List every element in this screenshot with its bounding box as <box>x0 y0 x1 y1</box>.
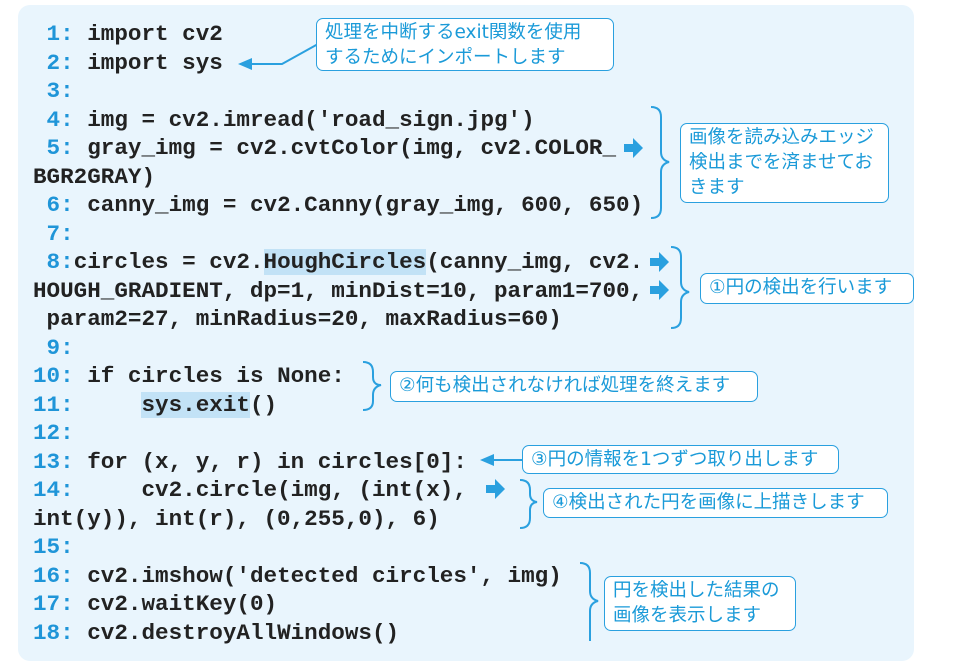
code-line: 7: <box>33 220 74 248</box>
code-line: 16: cv2.imshow('detected circles', img) <box>33 562 562 590</box>
code-text: cv2.imshow('detected circles', img) <box>73 562 562 589</box>
arrowhead-import-icon <box>238 58 252 70</box>
code-line: 1: import cv2 <box>33 20 223 48</box>
code-text: cv2.waitKey(0) <box>73 591 278 617</box>
brace-lines-10-11 <box>362 361 382 411</box>
code-text: import sys <box>73 49 223 76</box>
line-number: 3: <box>33 78 74 104</box>
line-number: 2: <box>33 49 74 76</box>
code-text: param2=27, minRadius=20, maxRadius=60) <box>33 306 562 332</box>
code-text: circles = cv2. <box>73 249 264 275</box>
code-text: () <box>249 391 278 418</box>
continuation-arrow-icon <box>486 479 505 499</box>
code-line: 15: <box>33 533 74 561</box>
note-loop: ③円の情報を1つずつ取り出します <box>522 445 839 474</box>
code-listing-panel <box>18 5 914 661</box>
brace-lines-16-18 <box>579 562 599 641</box>
line-number: 12: <box>33 420 74 446</box>
code-text: cv2.destroyAllWindows() <box>73 619 400 646</box>
line-number: 9: <box>33 334 74 361</box>
line-number: 8: <box>33 249 74 275</box>
line-number: 16: <box>33 562 74 589</box>
code-line: 5: gray_img = cv2.cvtColor(img, cv2.COLO… <box>33 134 616 162</box>
brace-line-14 <box>519 479 538 529</box>
note-draw: ④検出された円を画像に上描きします <box>543 488 888 518</box>
note-detect-circles: ①円の検出を行います <box>700 273 914 304</box>
code-line: 11: sys.exit() <box>33 391 277 419</box>
highlighted-code: sys.exit <box>141 391 250 418</box>
note-exit: ②何も検出されなければ処理を終えます <box>390 371 758 402</box>
code-line: BGR2GRAY) <box>33 163 155 191</box>
line-number: 10: <box>33 363 74 389</box>
note-import-sys: 処理を中断するexit関数を使用 するためにインポートします <box>316 18 614 71</box>
line-number: 6: <box>33 192 74 218</box>
continuation-arrow-icon <box>650 280 669 300</box>
code-text: img = cv2.imread('road_sign.jpg') <box>73 106 535 133</box>
code-text: (canny_img, cv2. <box>426 249 644 275</box>
leader-line-import <box>248 43 319 65</box>
code-text: import cv2 <box>73 21 223 47</box>
code-line: param2=27, minRadius=20, maxRadius=60) <box>33 305 562 333</box>
continuation-arrow-icon <box>624 138 643 158</box>
code-text: int(y)), int(r), (0,255,0), 6) <box>33 505 440 532</box>
line-number: 7: <box>33 220 74 247</box>
code-text: canny_img = cv2.Canny(gray_img, 600, 650… <box>73 192 644 218</box>
code-line: 13: for (x, y, r) in circles[0]: <box>33 448 467 476</box>
line-number: 11: <box>33 391 74 418</box>
code-line: 9: <box>33 334 74 362</box>
code-text: HOUGH_GRADIENT, dp=1, minDist=10, param1… <box>33 277 644 304</box>
line-number: 18: <box>33 619 74 646</box>
line-number: 15: <box>33 534 74 560</box>
note-show: 円を検出した結果の 画像を表示します <box>604 576 796 631</box>
code-line: 3: <box>33 77 74 105</box>
code-line: HOUGH_GRADIENT, dp=1, minDist=10, param1… <box>33 277 643 305</box>
code-line: 18: cv2.destroyAllWindows() <box>33 619 399 647</box>
brace-lines-4-6 <box>650 106 670 219</box>
arrowhead-loop-icon <box>480 454 494 466</box>
line-number: 4: <box>33 106 74 133</box>
line-number: 1: <box>33 21 74 47</box>
code-text: BGR2GRAY) <box>33 163 156 190</box>
code-text: for (x, y, r) in circles[0]: <box>73 448 467 475</box>
code-text: cv2.circle(img, (int(x), <box>73 477 467 503</box>
code-line: 4: img = cv2.imread('road_sign.jpg') <box>33 106 535 134</box>
code-text: if circles is None: <box>73 363 345 389</box>
line-number: 17: <box>33 591 74 617</box>
line-number: 13: <box>33 448 74 475</box>
code-line: 12: <box>33 419 74 447</box>
continuation-arrow-icon <box>650 252 669 272</box>
line-number: 5: <box>33 135 74 161</box>
code-line: 8:circles = cv2.HoughCircles(canny_img, … <box>33 248 643 276</box>
note-read-edge: 画像を読み込みエッジ 検出までを済ませてお きます <box>680 123 889 203</box>
code-line: 2: import sys <box>33 49 223 77</box>
line-number: 14: <box>33 477 74 503</box>
code-line: int(y)), int(r), (0,255,0), 6) <box>33 505 440 533</box>
code-line: 17: cv2.waitKey(0) <box>33 590 277 618</box>
code-line: 14: cv2.circle(img, (int(x), <box>33 476 467 504</box>
highlighted-code: HoughCircles <box>263 249 427 275</box>
code-text: gray_img = cv2.cvtColor(img, cv2.COLOR_ <box>73 135 617 161</box>
brace-lines-8 <box>670 246 690 329</box>
code-line: 6: canny_img = cv2.Canny(gray_img, 600, … <box>33 191 644 219</box>
code-line: 10: if circles is None: <box>33 362 345 390</box>
